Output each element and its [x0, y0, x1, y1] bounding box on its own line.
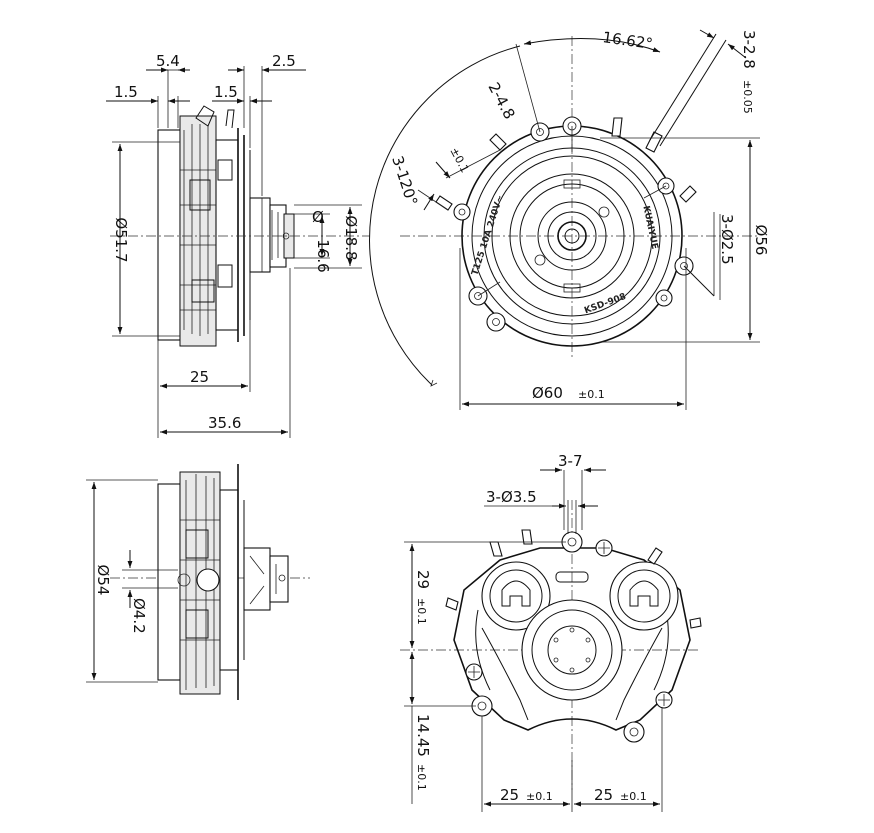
dim-dia-51-7: Ø51.7	[112, 217, 130, 262]
front-3-dia-2-5: 3-Ø2.5	[683, 212, 736, 300]
dim-dia-18-8: Ø18.8	[342, 215, 360, 260]
back-view: 3-7 3-Ø3.5 29 ±0.1 14.45 ±0.1	[400, 452, 702, 812]
side-view-2-body	[157, 464, 289, 700]
dim-25-left: 25	[500, 786, 519, 804]
side-dia-18-8: Ø18.8 16.6 Ø	[294, 204, 362, 273]
dim-1-5-left: 1.5	[114, 83, 138, 101]
dim-14-45: 14.45	[414, 714, 432, 757]
dim-29: 29	[414, 570, 432, 589]
dim-14-45-tol: ±0.1	[415, 764, 428, 791]
front-angle-16-62: 16.62°	[515, 28, 661, 133]
dim-3-dia-3-5: 3-Ø3.5	[486, 488, 537, 506]
dim-16-62: 16.62°	[601, 28, 653, 53]
side-length-dims: 25 35.6	[157, 268, 291, 438]
back-horizontal-dims: 25 ±0.1 25 ±0.1	[481, 708, 663, 812]
back-3-7: 3-7	[540, 452, 606, 530]
svg-text:Ø: Ø	[312, 208, 324, 226]
dim-2-4-8-tol: ±0.1	[447, 145, 471, 175]
dim-3-2-8-tol: ±0.05	[741, 80, 754, 114]
side-view: 5.4 1.5 2.5 1.5 Ø51.7	[106, 52, 370, 438]
side-top-dims: 5.4 1.5 2.5 1.5	[106, 52, 306, 196]
front-dia-56: Ø56	[600, 137, 770, 343]
side-dia-51-7: Ø51.7	[112, 141, 180, 337]
dim-dia-60: Ø60	[532, 384, 563, 402]
dim-16-6: 16.6	[314, 239, 332, 272]
front-view: T125 10A 240V~ KUAIYUE KSD-908 16.62° 3-…	[369, 28, 770, 410]
side2-dia-54: Ø54	[86, 479, 158, 683]
marking-rating: T125 10A 240V~	[470, 194, 505, 277]
dim-3-7: 3-7	[558, 452, 583, 470]
dim-dia-56: Ø56	[752, 225, 770, 256]
side2-dia-4-2: Ø4.2	[122, 550, 178, 634]
dim-25-right: 25	[594, 786, 613, 804]
front-dia-60: Ø60 ±0.1	[459, 248, 687, 410]
dim-2-4-8: 2-4.8	[484, 79, 518, 122]
dim-29-tol: ±0.1	[415, 598, 428, 625]
dim-25: 25	[190, 368, 209, 386]
dim-3-2-8: 3-2.8	[740, 30, 758, 69]
dim-25-right-tol: ±0.1	[620, 790, 647, 803]
dim-dia-54: Ø54	[94, 565, 112, 596]
side-view-body	[157, 105, 295, 347]
dim-3-120: 3-120°	[388, 154, 421, 208]
dim-dia-60-tol: ±0.1	[578, 388, 605, 401]
dim-3-dia-2-5: 3-Ø2.5	[718, 214, 736, 265]
dim-5-4: 5.4	[156, 52, 180, 70]
arc-3-120	[369, 45, 521, 386]
dim-1-5-right: 1.5	[214, 83, 238, 101]
dim-dia-4-2: Ø4.2	[130, 598, 148, 634]
dim-2-5: 2.5	[272, 52, 296, 70]
dim-35-6: 35.6	[208, 414, 241, 432]
back-view-body	[445, 529, 702, 743]
front-view-body: T125 10A 240V~ KUAIYUE KSD-908	[435, 116, 697, 347]
dim-25-left-tol: ±0.1	[526, 790, 553, 803]
front-3-2-8: 3-2.8 ±0.05	[649, 29, 758, 147]
side-view-2: Ø54 Ø4.2	[86, 464, 310, 700]
back-vertical-dims: 29 ±0.1 14.45 ±0.1	[404, 541, 566, 804]
back-3-dia-3-5: 3-Ø3.5	[484, 488, 598, 534]
